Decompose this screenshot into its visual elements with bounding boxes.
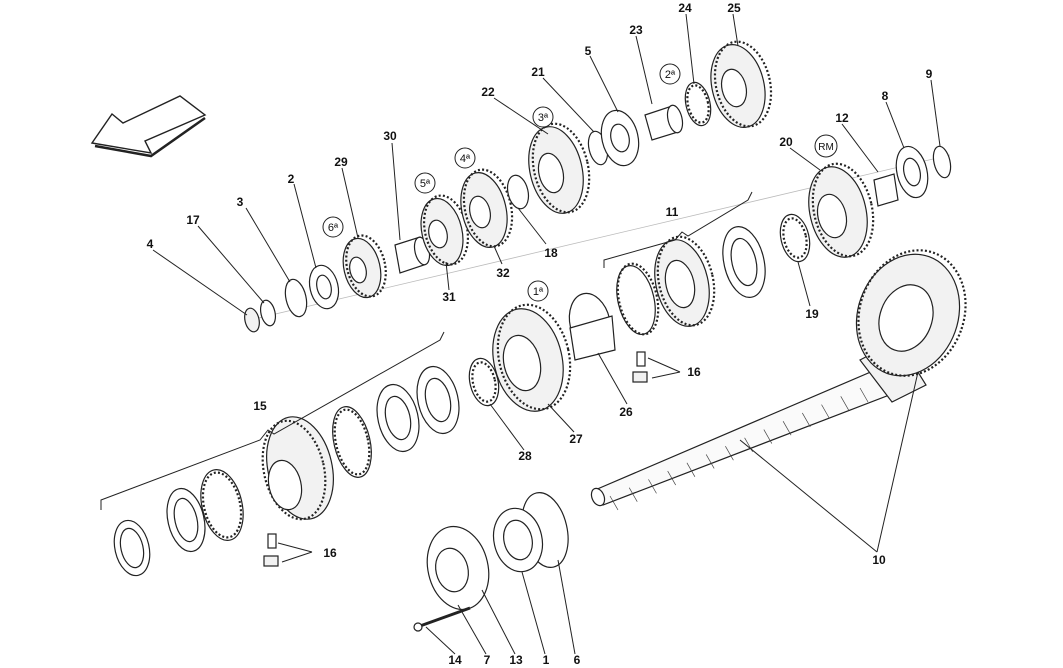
label-4: 4	[147, 237, 154, 251]
label-12: 12	[835, 111, 849, 125]
label-3: 3	[237, 195, 244, 209]
label-31: 31	[442, 290, 456, 304]
synchro-group-15	[100, 331, 460, 577]
gear-label-rm: RM	[818, 142, 834, 153]
part-labels: 1 2 3 4 5 6 7 8 9 10 11 12 13 14 15 16 1…	[147, 1, 933, 667]
label-6: 6	[574, 653, 581, 667]
label-22: 22	[481, 85, 495, 99]
gear-label-5a: 5ª	[420, 178, 431, 190]
label-8: 8	[882, 89, 889, 103]
gear-label-4a: 4ª	[460, 153, 471, 165]
label-27: 27	[569, 432, 583, 446]
first-gear-group	[468, 292, 648, 412]
label-18: 18	[544, 246, 558, 260]
pinion-shaft-10	[590, 249, 967, 511]
gear-label-2a: 2ª	[665, 69, 676, 81]
gear-label-6a: 6ª	[328, 222, 339, 234]
label-19: 19	[805, 307, 819, 321]
label-20: 20	[779, 135, 793, 149]
gear-label-3a: 3ª	[538, 112, 549, 124]
reverse-gear-group	[603, 145, 952, 336]
label-29: 29	[334, 155, 348, 169]
label-2: 2	[288, 172, 295, 186]
label-32: 32	[496, 266, 510, 280]
label-17: 17	[186, 213, 200, 227]
direction-arrow	[90, 95, 207, 158]
label-13: 13	[509, 653, 523, 667]
label-11: 11	[666, 205, 679, 219]
bearing-housing-group	[413, 492, 569, 632]
label-30: 30	[383, 129, 397, 143]
upper-shaft-assembly	[244, 40, 951, 333]
label-24: 24	[678, 1, 692, 15]
label-10: 10	[872, 553, 886, 567]
label-28: 28	[518, 449, 532, 463]
label-23: 23	[629, 23, 643, 37]
label-9: 9	[926, 67, 933, 81]
label-14: 14	[448, 653, 462, 667]
label-21: 21	[531, 65, 545, 79]
label-16-upper: 16	[687, 365, 701, 379]
label-1: 1	[543, 653, 550, 667]
label-16-lower: 16	[323, 546, 337, 560]
label-26: 26	[619, 405, 633, 419]
gear-callouts: 1ª 2ª 3ª 4ª 5ª 6ª RM	[322, 63, 838, 302]
leader-lines	[152, 13, 941, 655]
label-7: 7	[484, 653, 491, 667]
label-25: 25	[727, 1, 741, 15]
gear-label-1a: 1ª	[533, 286, 544, 298]
label-5: 5	[585, 44, 592, 58]
label-15: 15	[253, 399, 267, 413]
